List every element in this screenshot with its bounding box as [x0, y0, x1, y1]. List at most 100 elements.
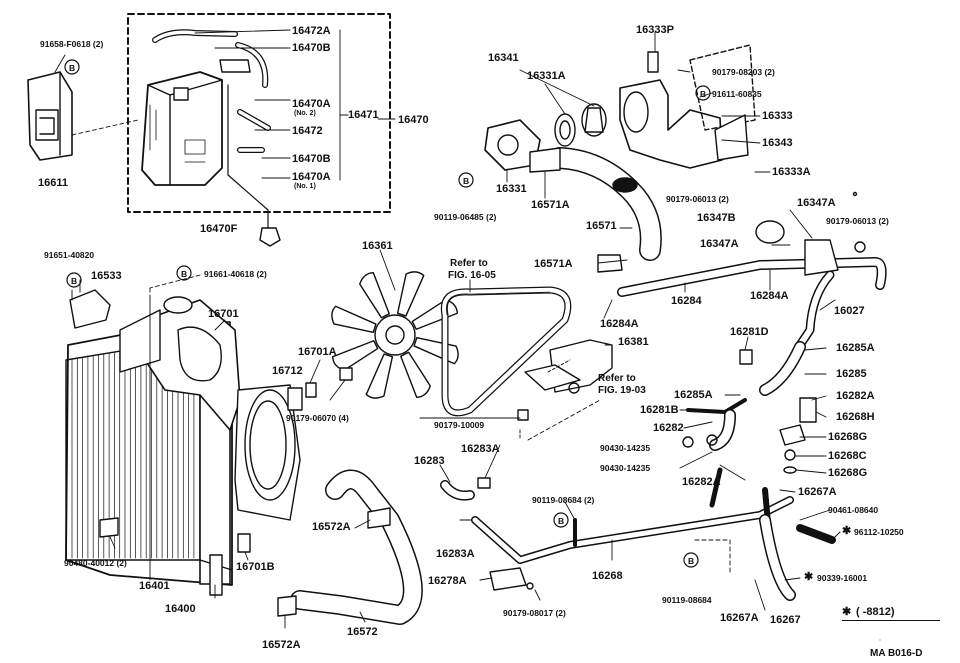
part-label: 16333: [762, 110, 793, 122]
valve-16268H: [779, 397, 817, 474]
part-label: 16470B: [292, 42, 331, 54]
part-label: 16572: [347, 626, 378, 638]
gasket-90430-b: [706, 434, 718, 446]
cooling-fan: [331, 271, 459, 399]
part-label: 91651-40820: [44, 250, 95, 260]
part-label: 16470A: [292, 171, 331, 183]
part-label: 16268H: [836, 411, 875, 423]
part-label: 90179-06013 (2): [826, 216, 889, 226]
part-label: 90179-08203 (2): [712, 67, 775, 77]
part-label: 16331: [496, 183, 527, 195]
lower-shroud: [234, 384, 301, 521]
fluid-coupling-16381: [524, 339, 613, 394]
part-label-star: ✱: [804, 571, 814, 583]
part-label: 16701A: [298, 346, 337, 358]
part-label: 90119-06485 (2): [434, 212, 497, 222]
diagram-id: MA B016-D: [870, 648, 923, 659]
part-label: 96112-10250: [854, 527, 904, 537]
part-label: 16572A: [312, 521, 351, 533]
part-label: 16281D: [730, 326, 769, 338]
clamp-16572A-lower: [277, 595, 297, 617]
part-label: 90480-40012 (2): [64, 558, 127, 568]
part-label: 16268G: [828, 467, 868, 479]
pipe-16268: [471, 467, 794, 564]
part-label: 16470B: [292, 153, 331, 165]
part-label: 16571: [586, 220, 617, 232]
part-label: 16701B: [236, 561, 275, 573]
gasket-16343-inner: [714, 114, 749, 161]
reference-fig-16-05-line1: Refer to: [450, 258, 488, 269]
part-label: 16470: [398, 114, 429, 126]
part-label: 16283: [414, 455, 445, 467]
gasket-16343: [689, 44, 756, 131]
part-label: 16712: [272, 365, 303, 377]
part-label: 16347A: [700, 238, 739, 250]
gasket-16331A: [554, 113, 576, 147]
part-label: 16331A: [527, 70, 566, 82]
pipe-16284: [617, 257, 887, 297]
part-label: 16470F: [200, 223, 238, 235]
part-label: 16470A: [292, 98, 331, 110]
nut-90179-06070: [339, 367, 353, 381]
part-label: 91661-40618 (2): [204, 269, 267, 279]
part-label: 16267: [770, 614, 801, 626]
clamp-16571A-lower: [597, 254, 623, 273]
part-label: 16333A: [772, 166, 811, 178]
part-label: 16267A: [798, 486, 837, 498]
part-label: 16268: [592, 570, 623, 582]
part-label: 16282: [653, 422, 684, 434]
footnote-range: ( -8812): [856, 606, 895, 618]
hose-16571: [549, 147, 662, 261]
part-label: 16571A: [531, 199, 570, 211]
clip-16712: [287, 387, 303, 411]
water-outlet-housing-16333: [619, 51, 723, 169]
footnote-underline: [842, 620, 940, 621]
reference-fig-19-03-line2: FIG. 19-03: [598, 385, 646, 396]
part-label: 16285A: [674, 389, 713, 401]
part-label: 16472A: [292, 25, 331, 37]
part-label: 91611-60835: [712, 89, 762, 99]
part-label-note: (No. 1): [294, 183, 316, 190]
part-label: 16701: [208, 308, 239, 320]
bracket-16470F: [259, 227, 281, 247]
cushion-90480: [99, 517, 119, 538]
part-label: 16572A: [262, 639, 301, 651]
bolt-mark-4: B: [71, 276, 78, 286]
flange-16347: [804, 239, 839, 276]
part-label: 90430-14235: [600, 463, 651, 473]
part-label: 16381: [618, 336, 649, 348]
part-label: 90179-08017 (2): [503, 608, 566, 618]
part-label: 16268G: [828, 431, 868, 443]
part-label: 16284A: [600, 318, 639, 330]
reservoir-bracket: [27, 71, 73, 161]
part-label: 16611: [38, 177, 68, 189]
hose-16572: [290, 469, 423, 625]
clamp-16283A: [477, 477, 491, 489]
part-label: 16533: [91, 270, 122, 282]
hose-16282: [709, 409, 736, 451]
pipe-16281B: [686, 398, 747, 414]
hose-16283: [440, 480, 475, 501]
part-label: 16343: [762, 137, 793, 149]
part-label: 16282A: [682, 476, 721, 488]
bolt-mark-7: B: [688, 556, 695, 566]
part-label: 16284: [671, 295, 702, 307]
part-label: 16401: [139, 580, 170, 592]
reference-fig-19-03-line1: Refer to: [598, 373, 636, 384]
plug-16281D: [739, 349, 753, 365]
part-label: 16471: [348, 109, 379, 121]
part-label: 16268C: [828, 450, 867, 462]
bolt-markers: [64, 59, 711, 568]
reservoir-tank: [141, 71, 223, 186]
footnote-mark: ✱: [842, 606, 852, 618]
bolt-mark-1: B: [69, 63, 76, 73]
part-label: 90461-08640: [828, 505, 879, 515]
part-label: 16027: [834, 305, 865, 317]
part-label: 16361: [362, 240, 393, 252]
part-label: 16400: [165, 603, 196, 615]
part-label: 90179-10009: [434, 420, 485, 430]
part-label: 90339-16001: [817, 573, 868, 583]
part-label: 16571A: [534, 258, 573, 270]
clip-16701A: [305, 382, 317, 398]
